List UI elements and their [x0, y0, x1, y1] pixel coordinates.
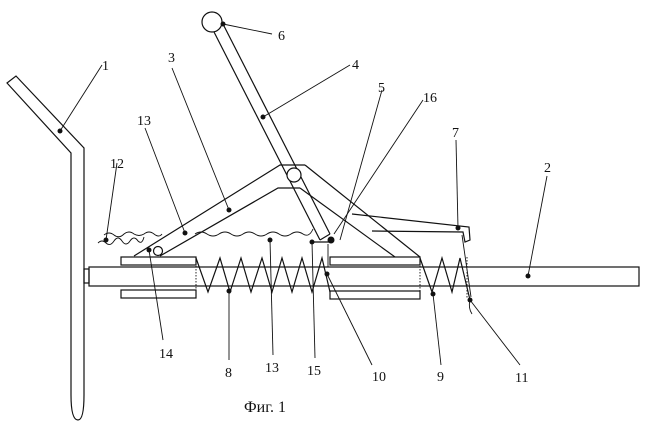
label-13-bottom: 13 [265, 361, 279, 376]
label-10: 10 [372, 370, 386, 385]
label-12: 12 [110, 157, 124, 172]
label-13-top: 13 [137, 114, 151, 129]
label-16: 16 [423, 91, 437, 106]
label-1: 1 [102, 59, 109, 74]
label-3: 3 [168, 51, 175, 66]
part-7-latch [351, 213, 472, 298]
left-sleeve [120, 256, 197, 299]
figure-caption: Фиг. 1 [244, 399, 286, 416]
label-15: 15 [307, 364, 321, 379]
label-7: 7 [452, 126, 459, 141]
spring-8 [195, 255, 331, 295]
right-sleeve [329, 256, 468, 300]
label-14: 14 [159, 347, 173, 362]
part-2-rod [83, 266, 640, 287]
labels: 1 2 3 4 5 6 7 8 9 10 11 12 13 13 14 15 1… [102, 29, 551, 416]
part-6-knob [201, 11, 223, 33]
label-2: 2 [544, 161, 551, 176]
label-5: 5 [378, 81, 385, 96]
label-9: 9 [437, 370, 444, 385]
label-11: 11 [515, 371, 528, 386]
leader-lines [57, 21, 548, 366]
part-4-lever [212, 25, 331, 241]
part-1-stand [6, 75, 85, 421]
label-8: 8 [225, 366, 232, 381]
label-6: 6 [278, 29, 285, 44]
wavy-spring [97, 228, 314, 246]
label-4: 4 [352, 58, 359, 73]
